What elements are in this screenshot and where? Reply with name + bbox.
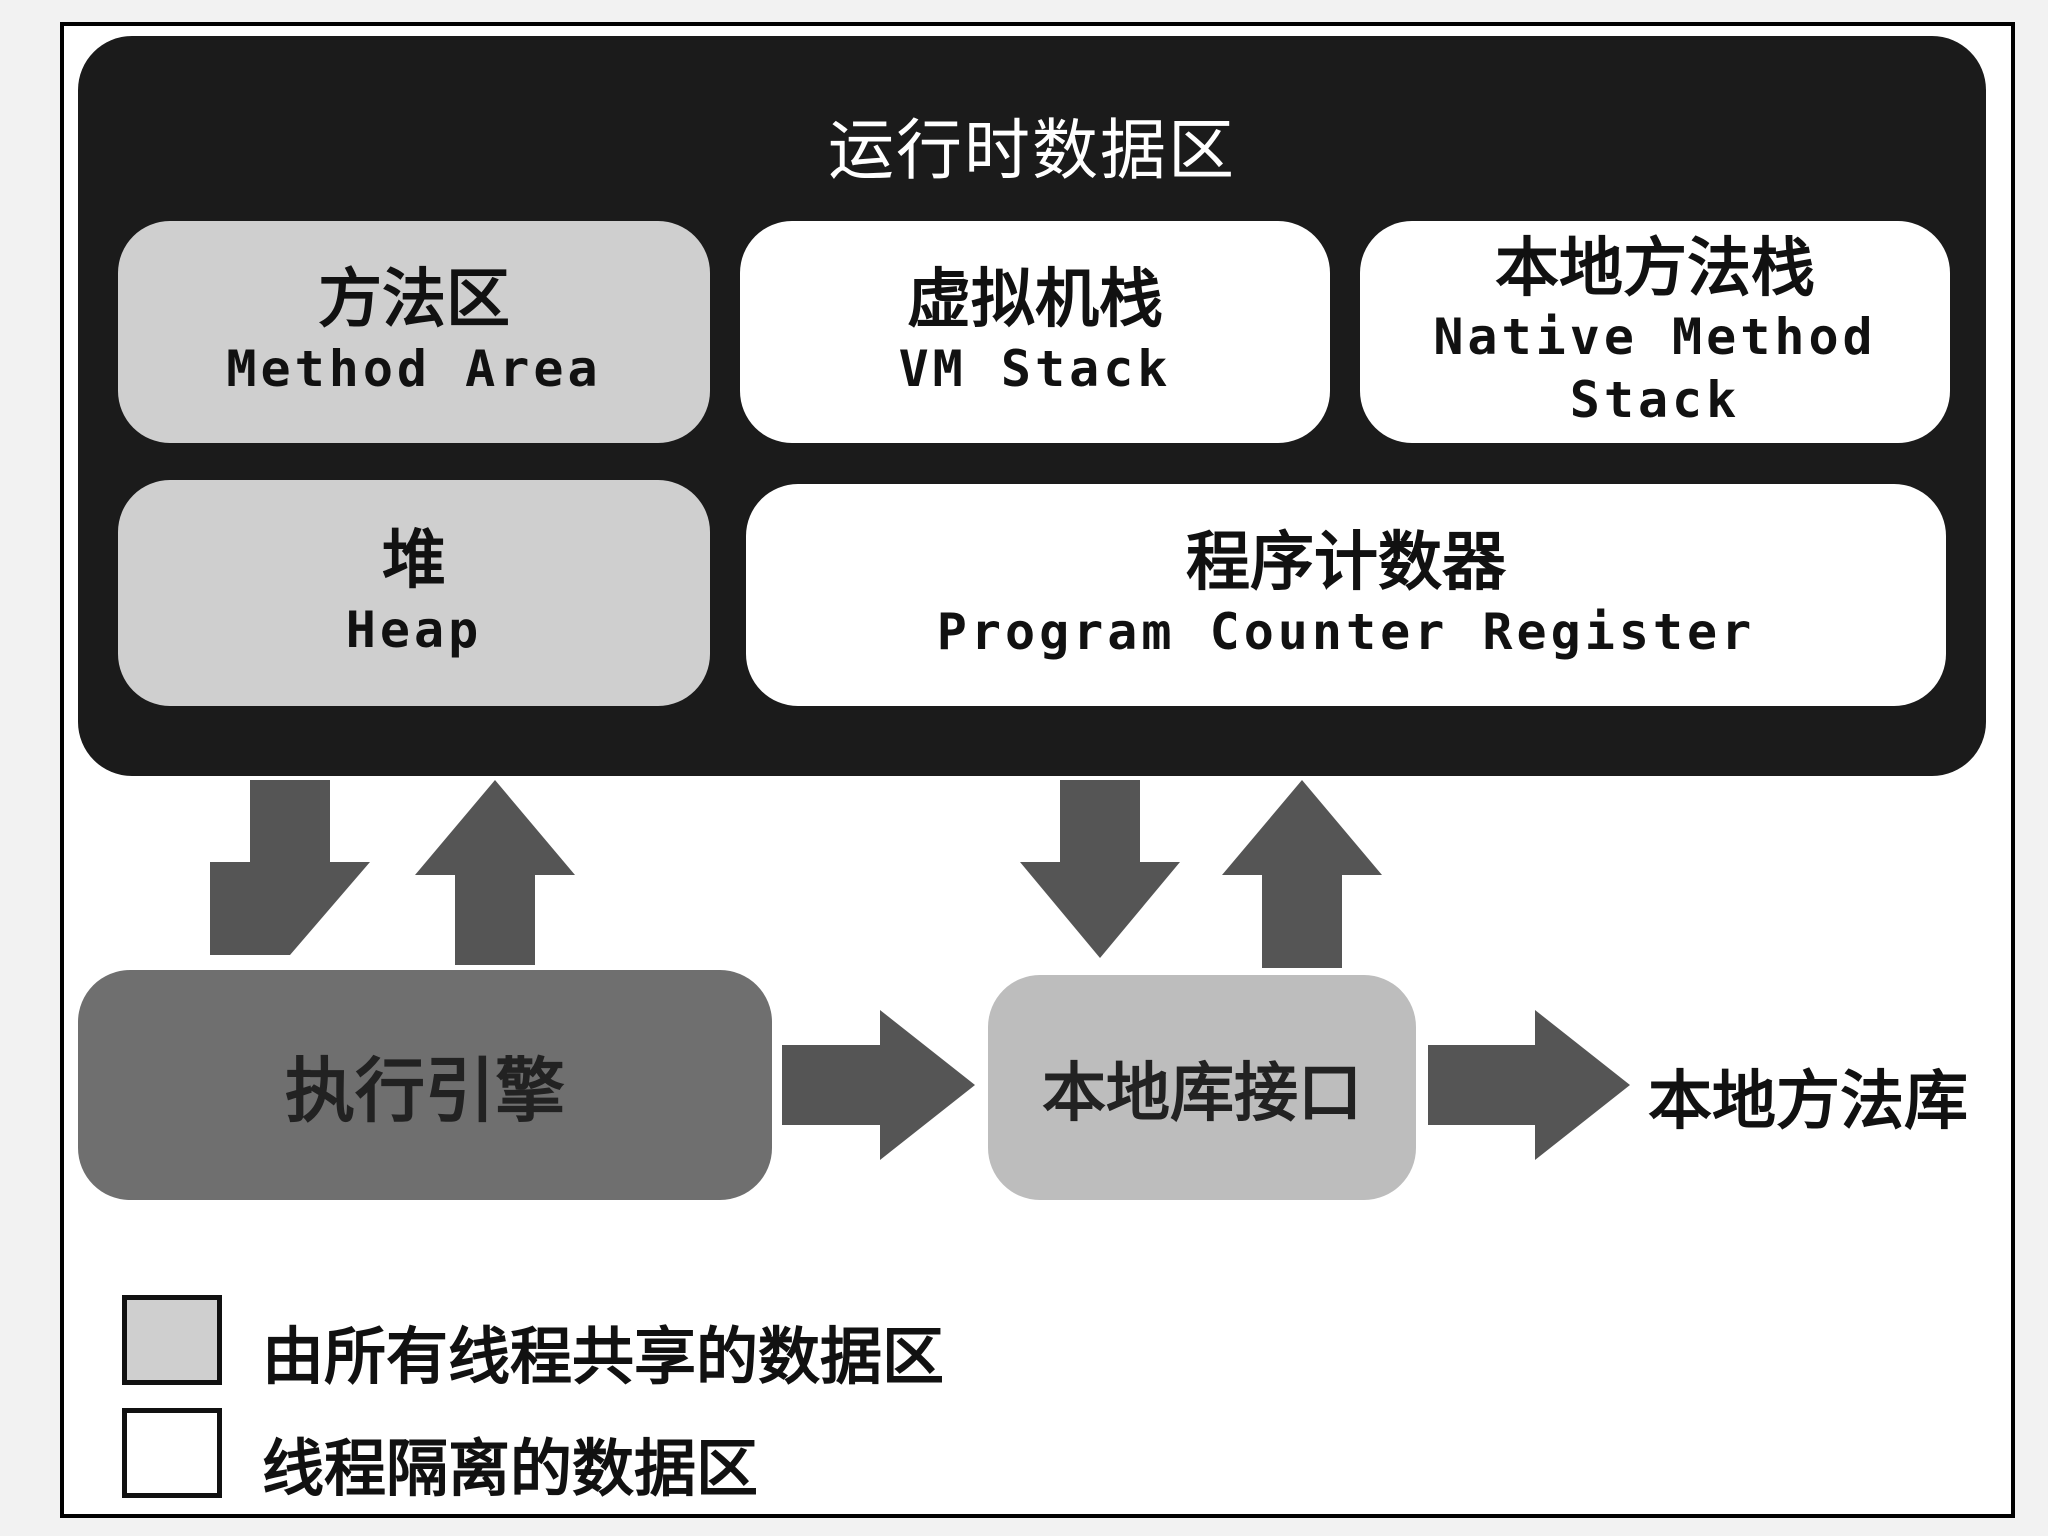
runtime-data-area: 运行时数据区 方法区 Method Area 虚拟机栈 VM Stack 本地方… [78,36,1986,776]
program-counter-en-label: Program Counter Register [936,602,1756,661]
method-area-box: 方法区 Method Area [118,221,710,443]
vm-stack-en-label: VM Stack [898,339,1172,398]
native-method-stack-cn-label: 本地方法栈 [1495,231,1815,306]
heap-en-label: Heap [345,600,483,659]
right-arrow-engine-to-interface [782,1010,975,1160]
legend-shared-swatch [122,1295,222,1385]
vm-stack-cn-label: 虚拟机栈 [907,262,1163,337]
legend-isolated-label: 线程隔离的数据区 [262,1432,759,1505]
heap-box: 堆 Heap [118,480,710,706]
legend-isolated-swatch [122,1408,222,1498]
method-area-en-label: Method Area [226,339,602,398]
vm-stack-box: 虚拟机栈 VM Stack [740,221,1330,443]
native-library-label: 本地方法库 [1648,1065,1968,1139]
execution-engine-box: 执行引擎 [78,970,772,1200]
program-counter-box: 程序计数器 Program Counter Register [746,484,1946,706]
execution-engine-label: 执行引擎 [285,1049,565,1132]
heap-cn-label: 堆 [382,523,446,598]
native-interface-box: 本地库接口 [988,975,1416,1200]
up-arrow-engine [415,780,575,965]
down-arrow-native-interface [1020,780,1180,958]
right-arrow-interface-to-library [1428,1010,1630,1160]
method-area-cn-label: 方法区 [318,262,510,337]
runtime-data-area-title: 运行时数据区 [828,112,1236,189]
program-counter-cn-label: 程序计数器 [1186,525,1506,600]
legend-shared-label: 由所有线程共享的数据区 [262,1320,945,1393]
down-arrow-engine [210,780,370,955]
native-method-stack-box: 本地方法栈 Native Method Stack [1360,221,1950,443]
up-arrow-native-interface [1222,780,1382,968]
native-interface-label: 本地库接口 [1042,1056,1362,1131]
native-method-stack-en-label: Native Method Stack [1433,308,1877,429]
